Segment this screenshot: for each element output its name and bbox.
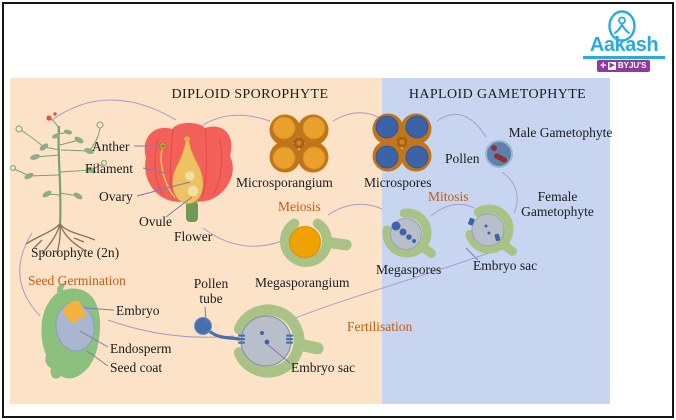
arc-megasporangium-to-megaspores bbox=[327, 203, 383, 216]
label-seed-germination: Seed Germination bbox=[28, 273, 126, 288]
flower-illustration bbox=[144, 122, 233, 222]
label-embryo-sac-lower: Embryo sac bbox=[291, 360, 356, 375]
label-seed-coat: Seed coat bbox=[110, 360, 163, 375]
label-embryo: Embryo bbox=[116, 303, 160, 318]
byjus-badge-play-icon: ▶ bbox=[608, 62, 616, 70]
haploid-gametophyte-header: HAPLOID GAMETOPHYTE bbox=[408, 87, 587, 102]
label-mitosis: Mitosis bbox=[428, 189, 469, 204]
label-pollen: Pollen bbox=[445, 151, 480, 166]
label-embryo-sac-upper: Embryo sac bbox=[473, 258, 538, 273]
arc-seed-to-sporophyte bbox=[19, 232, 41, 317]
label-microspores: Microspores bbox=[364, 175, 432, 190]
arc-flower-to-microsporangium bbox=[195, 114, 271, 131]
plant-flower-bud bbox=[46, 115, 52, 121]
sporophyte-plant-illustration bbox=[9, 112, 108, 255]
label-fertilisation: Fertilisation bbox=[347, 319, 413, 334]
megaspores-illustration bbox=[382, 208, 436, 258]
ovule-upper bbox=[184, 170, 196, 182]
label-endosperm: Endosperm bbox=[110, 341, 172, 356]
ovule-lower bbox=[187, 185, 199, 197]
megasporangium-illustration bbox=[280, 214, 352, 267]
embryo-shape bbox=[63, 300, 87, 323]
label-megaspores: Megaspores bbox=[376, 262, 442, 277]
label-sporophyte: Sporophyte (2n) bbox=[31, 245, 120, 260]
seed-illustration bbox=[41, 283, 101, 379]
label-meiosis: Meiosis bbox=[278, 199, 321, 214]
aakash-logo-wordmark: Aakash bbox=[583, 35, 665, 59]
pollen-tube-illustration bbox=[194, 317, 241, 341]
label-female-gametophyte: Female Gametophyte bbox=[521, 189, 594, 219]
label-male-gametophyte: Male Gametophyte bbox=[508, 125, 613, 140]
arc-microsporangium-to-microspores bbox=[332, 112, 384, 122]
label-megasporangium: Megasporangium bbox=[255, 275, 350, 290]
label-anther: Anther bbox=[92, 139, 130, 154]
label-ovary: Ovary bbox=[99, 189, 133, 204]
pollen-illustration bbox=[485, 140, 513, 168]
microspores-illustration bbox=[372, 113, 432, 172]
plant-roots bbox=[25, 223, 96, 255]
byjus-logo-badge: + ▶ BYJU'S bbox=[597, 60, 651, 72]
byjus-badge-text: BYJU'S bbox=[617, 61, 647, 70]
arc-flower-to-megasporangium bbox=[202, 227, 283, 247]
label-ovule: Ovule bbox=[139, 214, 172, 229]
arc-fertilisation bbox=[292, 246, 506, 320]
aakash-logo-icon bbox=[608, 10, 636, 42]
microsporangium-illustration bbox=[269, 114, 329, 173]
label-microsporangium: Microsporangium bbox=[236, 175, 333, 190]
arc-pollen-to-embryo-sac bbox=[501, 171, 518, 214]
diploid-sporophyte-header: DIPLOID SPOROPHYTE bbox=[171, 87, 329, 102]
label-flower: Flower bbox=[174, 229, 213, 244]
arc-microspores-to-pollen bbox=[436, 113, 487, 138]
stigma bbox=[184, 136, 190, 142]
arc-megaspores-to-embryo-sac bbox=[430, 203, 475, 217]
label-filament: Filament bbox=[85, 161, 133, 176]
arc-plant-to-flower bbox=[51, 99, 177, 121]
label-pointer-lines bbox=[79, 145, 479, 367]
cycle-arrows bbox=[19, 99, 518, 338]
filament-curve bbox=[160, 148, 176, 199]
byjus-badge-plus: + bbox=[600, 60, 607, 72]
label-pollen-tube: Pollen tube bbox=[193, 276, 229, 306]
embryo-sac-upper-illustration bbox=[464, 204, 517, 256]
